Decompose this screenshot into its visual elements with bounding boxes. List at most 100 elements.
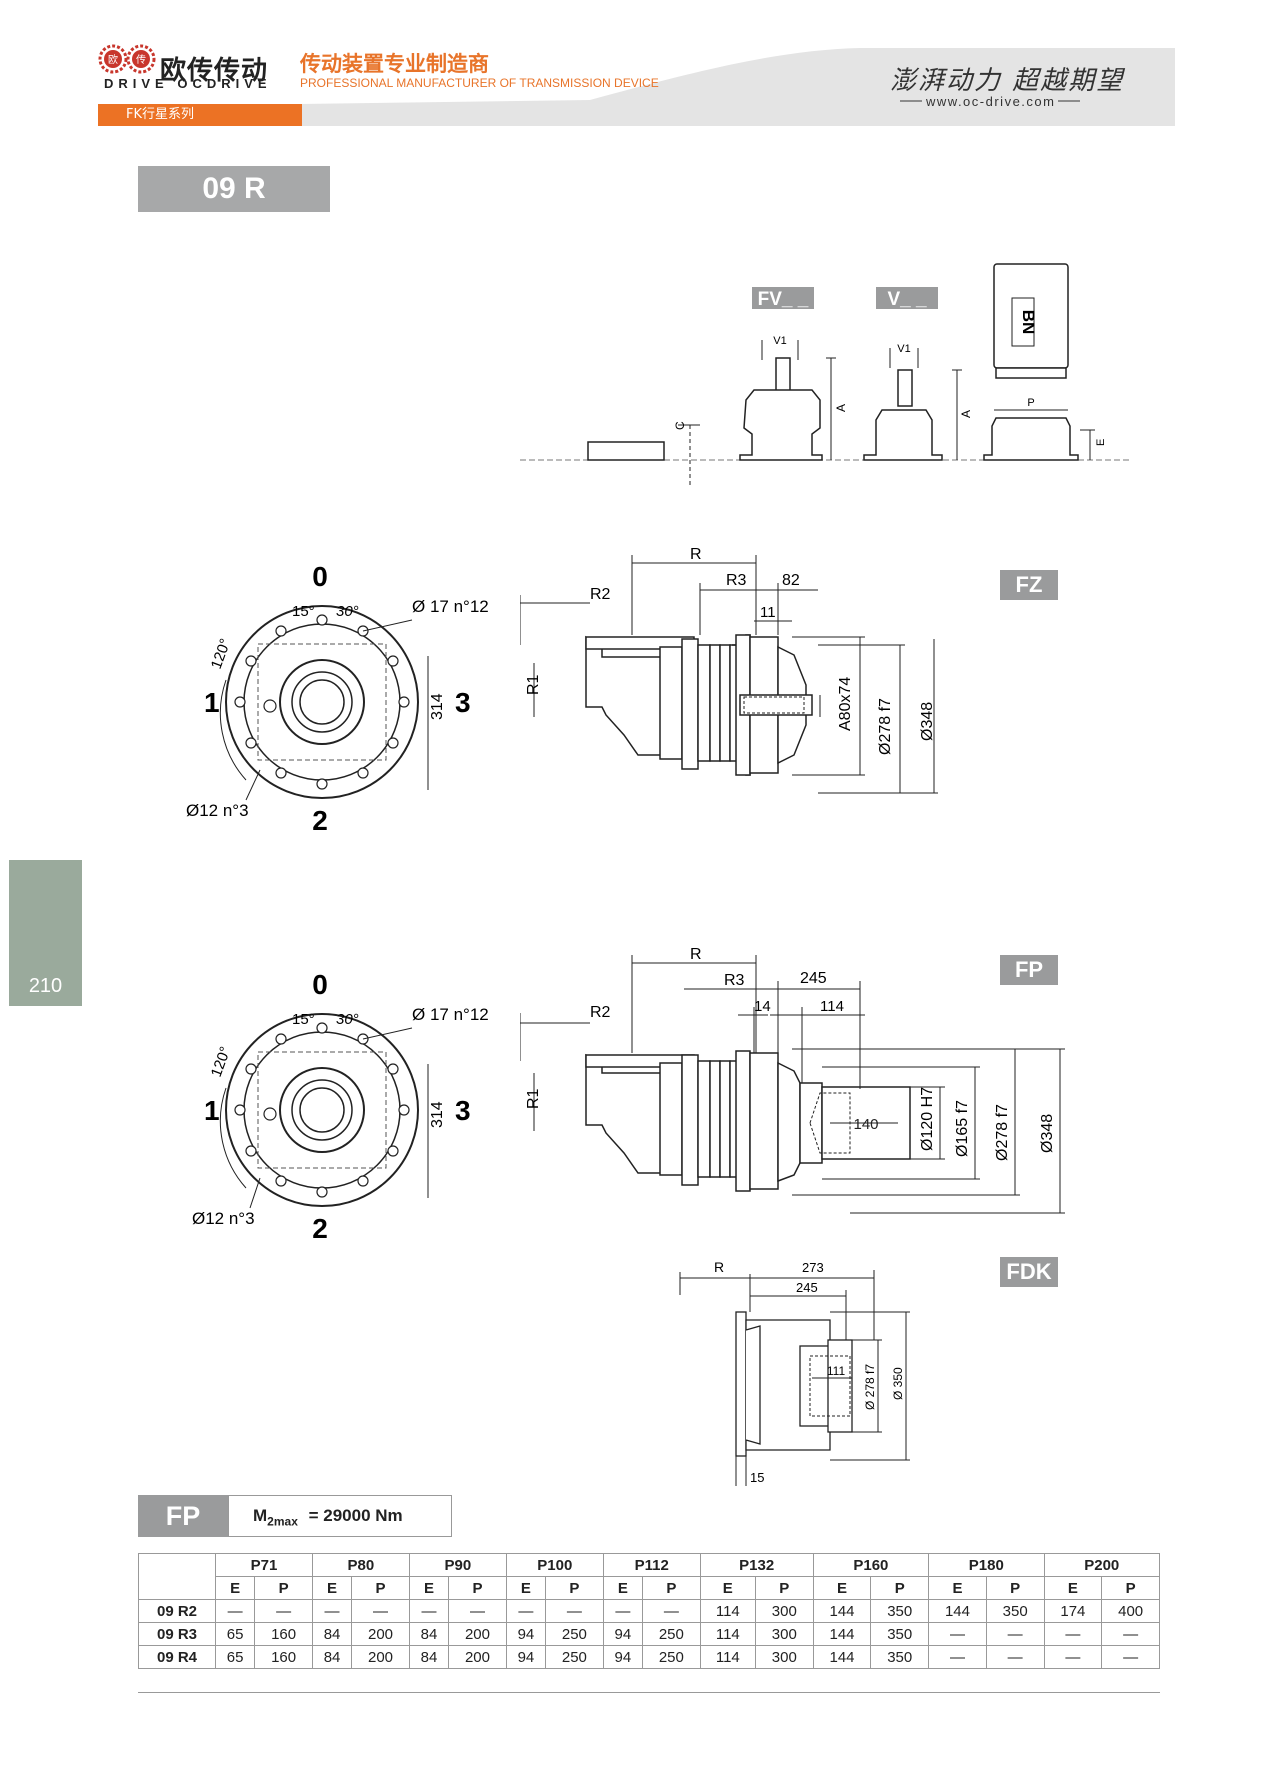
dim-c: C	[673, 421, 687, 430]
table-cell: 200	[448, 1622, 507, 1646]
fz-angle-15: 15°	[292, 603, 315, 620]
table-cell: 300	[754, 1645, 814, 1669]
dim-v1a: V1	[773, 335, 786, 347]
fz-dim-348: Ø348	[919, 702, 936, 741]
group-header: P112	[602, 1553, 701, 1577]
sub-header-e: E	[505, 1576, 547, 1600]
table-corner	[138, 1553, 216, 1600]
header-swoosh	[300, 48, 1175, 126]
table-cell: —	[448, 1599, 507, 1623]
table-cell: —	[545, 1599, 604, 1623]
table-cell: 114	[699, 1645, 756, 1669]
sub-header-p: P	[448, 1576, 507, 1600]
fp-angle-30: 30°	[336, 1011, 359, 1028]
table-cell: 84	[311, 1622, 353, 1646]
fp-dim-278: Ø278 f7	[994, 1104, 1011, 1161]
bottom-rule	[138, 1692, 1160, 1693]
fp-pos-1: 1	[204, 1095, 220, 1126]
table-cell: 94	[602, 1645, 643, 1669]
table-cell: 350	[870, 1645, 930, 1669]
fdk-dim-111: 111	[827, 1364, 846, 1378]
table-cell: —	[928, 1622, 987, 1646]
fz-dim-spline: A80x74	[837, 677, 854, 731]
dimension-table: P71 P80 P90 P100 P112 P132 P160 P180 P20…	[138, 1553, 1161, 1669]
table-cell: 300	[754, 1599, 814, 1623]
group-header: P90	[408, 1553, 507, 1577]
table-cell: 250	[641, 1622, 701, 1646]
website: www.oc-drive.com	[926, 94, 1056, 109]
page-number: 210	[28, 975, 63, 997]
fp-side-view: 140 R R2 R3 245 14 114 R1 Ø120 H7 Ø165 f…	[520, 946, 1065, 1214]
fp-dim-165: Ø165 f7	[954, 1100, 971, 1157]
table-cell: 200	[351, 1645, 410, 1669]
fp-pos-3: 3	[455, 1095, 471, 1126]
table-cell: 400	[1101, 1599, 1160, 1623]
group-header: P71	[215, 1553, 313, 1577]
fz-dim-82: 82	[782, 572, 800, 589]
sub-header-p: P	[545, 1576, 604, 1600]
fp-dim-114: 114	[820, 998, 844, 1015]
fp-angle-15: 15°	[292, 1011, 315, 1028]
row-label: 09 R4	[138, 1645, 216, 1669]
table-cell: —	[641, 1599, 701, 1623]
table-cell: 94	[505, 1622, 547, 1646]
table-cell: 350	[985, 1599, 1045, 1623]
table-cell: 174	[1043, 1599, 1103, 1623]
table-cell: 114	[699, 1599, 756, 1623]
group-header: P180	[928, 1553, 1045, 1577]
fz-pos-0: 0	[312, 561, 328, 592]
torque-value: = 29000 Nm	[308, 1506, 403, 1525]
row-label: 09 R2	[138, 1599, 216, 1623]
sub-header-p: P	[254, 1576, 313, 1600]
fz-dim-314: 314	[429, 693, 446, 720]
fz-dim-r: R	[690, 546, 702, 563]
brand-subtitle: DRIVE OCDRIVE	[104, 76, 272, 91]
table-cell: 250	[641, 1645, 701, 1669]
table-cell: —	[1101, 1622, 1160, 1646]
fp-dim-r1: R1	[525, 1088, 542, 1109]
table-cell: 250	[545, 1622, 604, 1646]
table-cell: —	[408, 1599, 450, 1623]
table-cell: 350	[870, 1599, 930, 1623]
sub-header-p: P	[870, 1576, 930, 1600]
table-cell: —	[311, 1599, 353, 1623]
table-cell: 114	[699, 1622, 756, 1646]
fz-pos-1: 1	[204, 687, 220, 718]
table-cell: —	[602, 1599, 643, 1623]
table-cell: —	[254, 1599, 313, 1623]
fz-dim-11: 11	[760, 604, 776, 621]
sub-header-p: P	[351, 1576, 410, 1600]
table-cell: 144	[812, 1599, 872, 1623]
table-cell: —	[1043, 1645, 1103, 1669]
fz-side-view: R R2 R3 82 11 R1 A80x74 Ø278 f7 Ø348	[520, 546, 938, 794]
sub-header-e: E	[928, 1576, 987, 1600]
dim-e: E	[1095, 439, 1107, 446]
website-line	[900, 92, 1080, 110]
v-label: V_ _	[887, 289, 927, 310]
page-title: 09 R	[138, 166, 330, 212]
logo-badge-left: 欧	[108, 54, 118, 66]
logo-badge: 欧 传	[98, 42, 158, 76]
brand-name: 欧传传动	[160, 56, 269, 86]
fz-flange-front-view: 0 1 2 3 15° 30° 120° Ø 17 n°12 Ø12 n°3 3…	[186, 561, 489, 836]
fz-dim-278: Ø278 f7	[877, 698, 894, 755]
dim-a1: A	[834, 404, 848, 412]
fp-dim-r2: R2	[590, 1004, 611, 1021]
row-label: 09 R3	[138, 1622, 216, 1646]
fp-angle-120: 120°	[208, 1044, 235, 1079]
fz-holes-bottom: Ø12 n°3	[186, 801, 249, 820]
table-cell: 94	[602, 1622, 643, 1646]
sub-header-p: P	[1101, 1576, 1160, 1600]
fp-pos-2: 2	[312, 1213, 328, 1244]
sub-header-e: E	[311, 1576, 353, 1600]
header-background	[0, 0, 1280, 130]
fp-dim-348: Ø348	[1039, 1114, 1056, 1153]
table-cell: 65	[214, 1645, 256, 1669]
logo-badge-right: 传	[136, 54, 146, 66]
fz-pos-3: 3	[455, 687, 471, 718]
table-cell: —	[505, 1599, 547, 1623]
fp-dim-140: 140	[853, 1116, 878, 1133]
fdk-dim-15: 15	[750, 1470, 764, 1485]
